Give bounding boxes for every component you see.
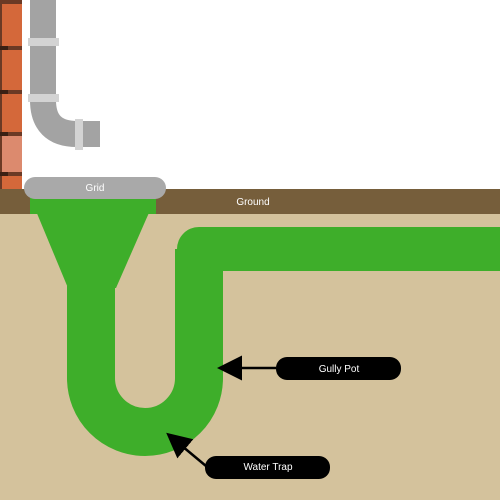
water-trap-callout: Water Trap: [166, 432, 330, 479]
water-body: [31, 199, 500, 456]
downpipe-icon: [28, 0, 100, 150]
grid-label: Grid: [86, 183, 105, 194]
gully-pot-label: Gully Pot: [319, 364, 360, 375]
water-trap-label: Water Trap: [243, 462, 293, 473]
brick-wall-icon: [0, 0, 22, 190]
water-trap-label-box: [205, 456, 330, 479]
grid: Grid: [24, 177, 166, 199]
grid-cover: [24, 177, 166, 199]
gully-pot-callout: Gully Pot: [217, 355, 401, 381]
arrow-icon: [166, 432, 207, 467]
gully-pot-label-box: [276, 357, 401, 380]
ground-label: Ground: [236, 197, 269, 208]
